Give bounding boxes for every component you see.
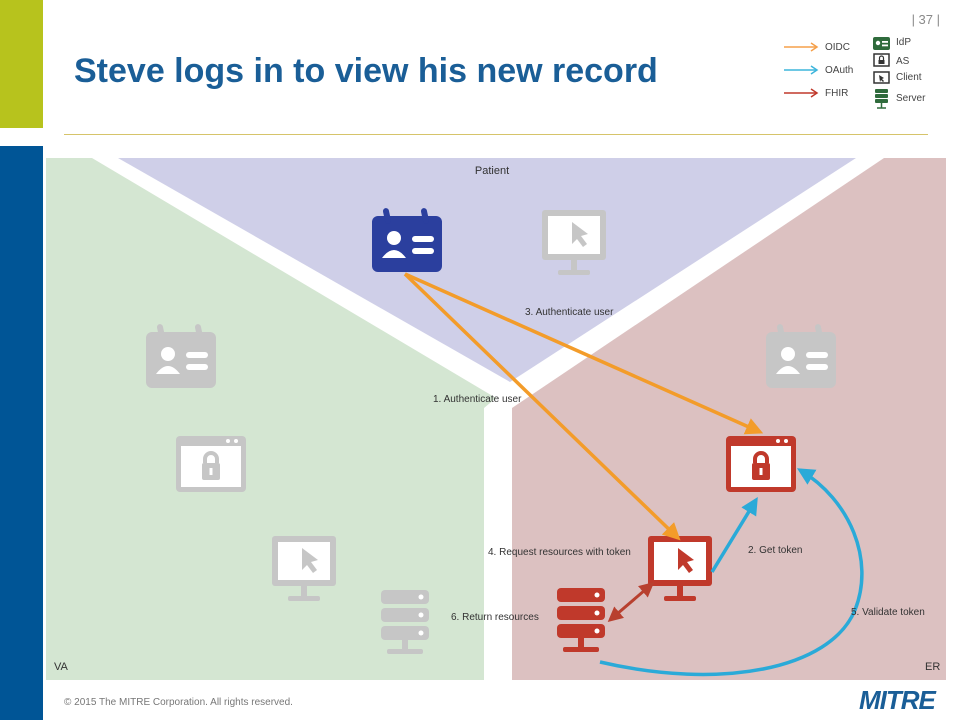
step-3-oidc-arrow <box>404 272 764 435</box>
legend-client-label: Client <box>896 72 922 83</box>
step-2-label: 2. Get token <box>748 545 802 556</box>
step-4-6-fhir-arrow <box>607 582 655 622</box>
resource-server-icon <box>875 89 888 109</box>
legend: OIDC OAuth FHIR IdP AS Client Server <box>780 32 930 112</box>
slide-title: Steve logs in to view his new record <box>74 52 658 90</box>
legend-fhir-arrow <box>784 88 819 98</box>
step-5-oauth-arrow <box>599 468 864 677</box>
patient-region <box>118 158 856 382</box>
step-5-label: 5. Validate token <box>851 607 925 618</box>
step-6-label: 6. Return resources <box>451 612 539 623</box>
title-divider <box>64 134 928 135</box>
side-bar <box>0 146 43 720</box>
legend-oidc-arrow <box>784 42 819 52</box>
step-1-oidc-arrow <box>403 272 681 541</box>
va-auth-server-icon <box>174 434 248 494</box>
step-3-label: 3. Authenticate user <box>525 307 614 318</box>
er-idp-badge-icon <box>766 323 836 388</box>
auth-server-icon <box>873 53 890 67</box>
va-idp-badge-icon <box>146 323 216 388</box>
er-auth-server-icon <box>724 434 798 494</box>
legend-idp-label: IdP <box>896 37 912 48</box>
patient-region-label: Patient <box>475 165 509 177</box>
legend-line-swatches <box>784 42 819 98</box>
step-2-oauth-arrow <box>710 497 758 573</box>
legend-as-label: AS <box>896 56 910 67</box>
copyright: © 2015 The MITRE Corporation. All rights… <box>64 697 293 708</box>
legend-oidc-label: OIDC <box>825 42 850 53</box>
legend-oauth-label: OAuth <box>825 65 854 76</box>
step-1-label: 1. Authenticate user <box>433 394 522 405</box>
er-region-label: ER <box>925 661 940 673</box>
legend-fhir-label: FHIR <box>825 88 849 99</box>
page-number: | 37 | <box>911 12 940 27</box>
patient-idp-badge-icon <box>372 207 442 272</box>
va-region <box>46 158 496 680</box>
mitre-logo: MITRE <box>859 685 936 715</box>
accent-bar <box>0 0 43 128</box>
legend-oauth-arrow <box>784 65 819 75</box>
va-region-label: VA <box>54 661 69 673</box>
legend-server-label: Server <box>896 93 926 104</box>
step-4-label: 4. Request resources with token <box>488 547 631 558</box>
idp-badge-icon <box>873 37 890 50</box>
legend-icon-swatches <box>873 37 890 109</box>
client-monitor-icon <box>873 71 890 84</box>
